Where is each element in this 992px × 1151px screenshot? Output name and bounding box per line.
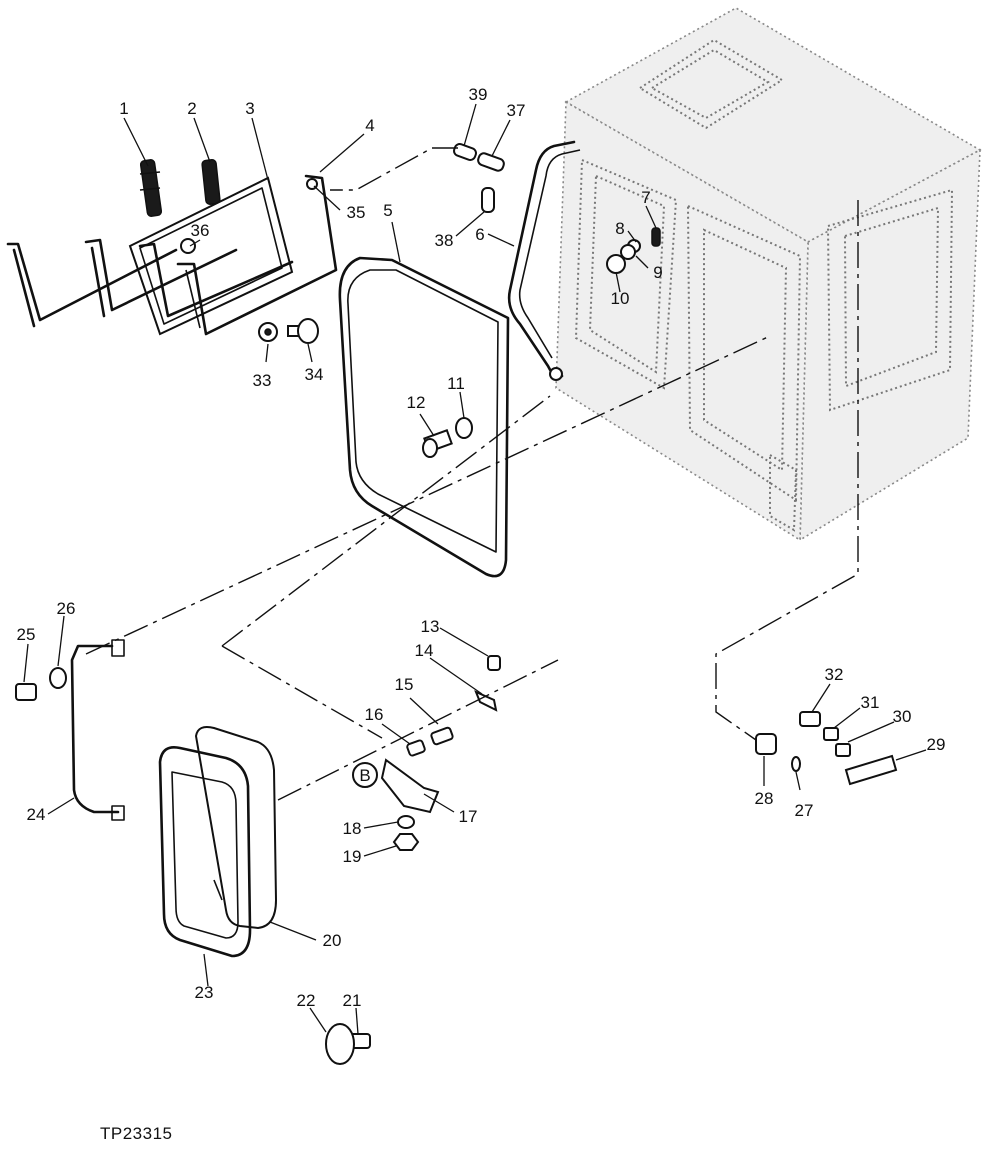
glass-panel-part-3 (128, 176, 294, 336)
door-seal-part-5 (338, 256, 510, 578)
callout-12: 12 (407, 393, 426, 412)
callout-3: 3 (245, 99, 254, 118)
callout-29: 29 (927, 735, 946, 754)
callout-leaders (23, 103, 927, 1035)
callout-27: 27 (795, 801, 814, 820)
callout-39: 39 (469, 85, 488, 104)
callout-8: 8 (615, 219, 624, 238)
callout-26: 26 (57, 599, 76, 618)
callout-11: 11 (447, 374, 465, 393)
callout-33: 33 (253, 371, 272, 390)
assembly-center-lines (85, 147, 859, 801)
callout-24: 24 (27, 805, 46, 824)
detail-marker-label: B (359, 766, 370, 785)
glass-seal-frame-part-23 (158, 746, 252, 958)
window-channel-part-6 (507, 140, 581, 381)
callout-15: 15 (395, 675, 414, 694)
figure-id: TP23315 (100, 1124, 173, 1143)
callout-14: 14 (415, 641, 434, 660)
callout-36: 36 (191, 221, 210, 240)
window-frame-assembly (6, 174, 338, 336)
wiper-blade-part-1 (139, 159, 163, 217)
callout-10: 10 (611, 289, 630, 308)
callout-35: 35 (347, 203, 366, 222)
callout-numbers: 1 2 3 4 5 6 7 8 9 10 11 12 13 14 15 16 1… (17, 85, 946, 1010)
callout-34: 34 (305, 365, 324, 384)
callout-30: 30 (893, 707, 912, 726)
callout-5: 5 (383, 201, 392, 220)
callout-31: 31 (861, 693, 880, 712)
callout-16: 16 (365, 705, 384, 724)
callout-21: 21 (343, 991, 362, 1010)
callout-2: 2 (187, 99, 196, 118)
callout-4: 4 (365, 116, 374, 135)
callout-32: 32 (825, 665, 844, 684)
callout-13: 13 (421, 617, 440, 636)
callout-9: 9 (653, 263, 662, 282)
callout-18: 18 (343, 819, 362, 838)
detail-marker-b: B (352, 762, 378, 788)
wiper-blade-part-2 (201, 159, 221, 205)
hardware-items (15, 143, 898, 1065)
callout-23: 23 (195, 983, 214, 1002)
callout-28: 28 (755, 789, 774, 808)
callout-22: 22 (297, 991, 316, 1010)
operator-cab-phantom (555, 7, 982, 542)
callout-38: 38 (435, 231, 454, 250)
callout-7: 7 (641, 188, 650, 207)
callout-6: 6 (475, 225, 484, 244)
callout-20: 20 (323, 931, 342, 950)
callout-25: 25 (17, 625, 36, 644)
callout-1: 1 (119, 99, 128, 118)
grab-handle-part-24 (70, 639, 125, 821)
callout-19: 19 (343, 847, 362, 866)
callout-37: 37 (507, 101, 526, 120)
callout-17: 17 (459, 807, 478, 826)
